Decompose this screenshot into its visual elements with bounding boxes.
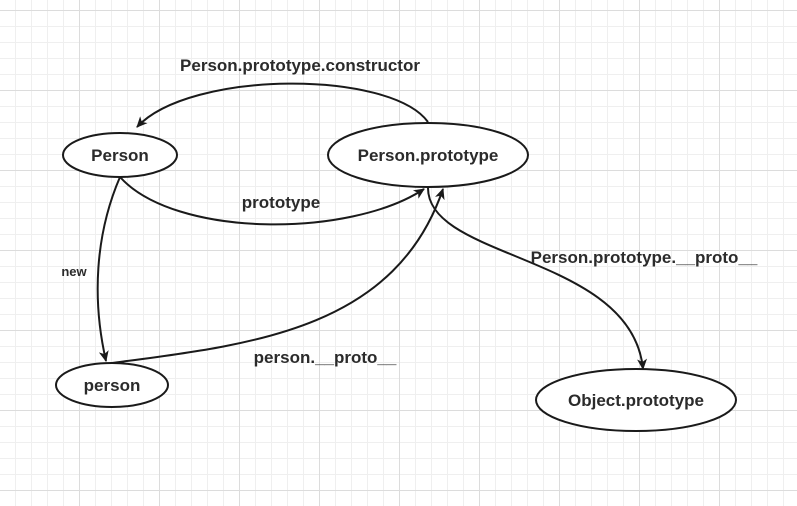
- node-object-prototype: Object.prototype: [535, 368, 737, 432]
- edge-instance-proto-label: person.__proto__: [254, 348, 397, 367]
- edge-new-label: new: [61, 264, 87, 279]
- edge-constructor: [136, 82, 429, 128]
- edge-prototype-proto: [427, 187, 647, 370]
- node-person-constructor-label: Person: [91, 146, 149, 165]
- node-person-instance: person: [55, 362, 169, 408]
- edge-prototype-label: prototype: [242, 193, 320, 212]
- edge-prototype-proto-label: Person.prototype.__proto__: [531, 248, 758, 267]
- node-person-prototype-label: Person.prototype: [358, 146, 499, 165]
- node-person-constructor: Person: [62, 132, 178, 178]
- node-person-instance-label: person: [84, 376, 141, 395]
- node-object-prototype-label: Object.prototype: [568, 391, 704, 410]
- edge-new: [96, 176, 121, 362]
- edge-instance-proto: [111, 188, 445, 364]
- edge-prototype: [119, 176, 425, 226]
- node-person-prototype: Person.prototype: [327, 122, 529, 188]
- edge-constructor-label: Person.prototype.constructor: [180, 56, 420, 75]
